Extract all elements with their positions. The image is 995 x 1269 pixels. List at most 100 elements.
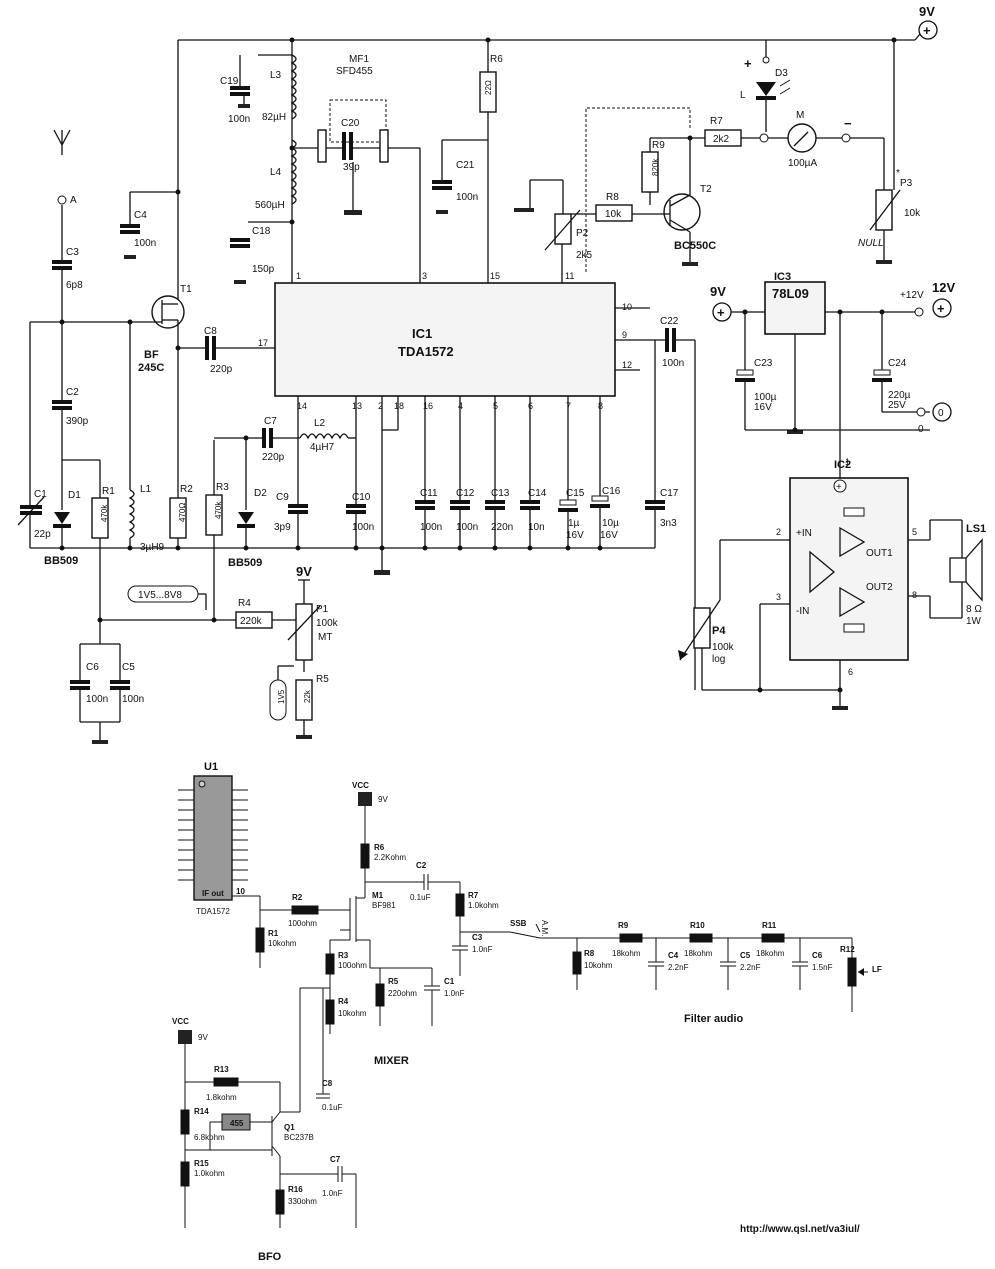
- l4-coil: [290, 139, 297, 205]
- svg-text:18: 18: [394, 401, 404, 411]
- svg-text:C4: C4: [134, 210, 147, 221]
- svg-text:1.0nF: 1.0nF: [472, 945, 493, 954]
- svg-text:log: log: [712, 654, 725, 665]
- svg-text:2.2Kohm: 2.2Kohm: [374, 853, 406, 862]
- svg-text:6: 6: [848, 667, 853, 677]
- svg-text:22p: 22p: [34, 529, 51, 540]
- svg-text:MT: MT: [318, 632, 332, 643]
- svg-text:2k5: 2k5: [576, 250, 593, 261]
- svg-text:+: +: [717, 305, 725, 320]
- svg-text:R1: R1: [268, 929, 279, 938]
- svg-text:3p9: 3p9: [274, 522, 291, 533]
- svg-text:10kohm: 10kohm: [584, 961, 613, 970]
- svg-text:L1: L1: [140, 484, 152, 495]
- svg-text:C5: C5: [122, 662, 135, 673]
- mf1-ceramic-filter: MF1 SFD455 C20 39p: [292, 54, 421, 255]
- svg-text:5: 5: [912, 527, 917, 537]
- svg-text:R11: R11: [762, 921, 777, 930]
- svg-text:16V: 16V: [600, 530, 618, 541]
- svg-text:OUT1: OUT1: [866, 548, 893, 559]
- svg-text:100k: 100k: [316, 618, 339, 629]
- svg-text:R15: R15: [194, 1159, 209, 1168]
- svg-text:BC237B: BC237B: [284, 1133, 314, 1142]
- svg-text:245C: 245C: [138, 362, 164, 374]
- svg-text:M1: M1: [372, 891, 384, 900]
- svg-text:R7: R7: [468, 891, 479, 900]
- svg-text:R16: R16: [288, 1185, 303, 1194]
- supply-9v-terminal: [918, 20, 938, 40]
- svg-text:R9: R9: [618, 921, 629, 930]
- svg-text:22k: 22k: [303, 689, 312, 703]
- ic2-out1-amp: [839, 526, 866, 558]
- svg-text:-IN: -IN: [796, 606, 809, 617]
- svg-text:C12: C12: [456, 488, 475, 499]
- svg-text:100k: 100k: [712, 642, 735, 653]
- p1-pot: [295, 603, 313, 661]
- ic2-out2-amp: [839, 586, 866, 618]
- svg-text:M: M: [796, 110, 804, 121]
- svg-text:R1: R1: [102, 486, 115, 497]
- svg-text:12V: 12V: [932, 280, 955, 295]
- svg-text:C8: C8: [204, 326, 217, 337]
- source-url: http://www.qsl.net/va3iul/: [740, 1224, 860, 1235]
- svg-text:D1: D1: [68, 490, 81, 501]
- svg-text:−: −: [844, 116, 852, 131]
- ic3-body: [764, 281, 826, 335]
- svg-text:220n: 220n: [491, 522, 513, 533]
- svg-text:R8: R8: [606, 192, 619, 203]
- svg-text:C22: C22: [660, 316, 679, 327]
- svg-text:C2: C2: [66, 387, 79, 398]
- u1-chip: [193, 775, 233, 901]
- svg-text:8: 8: [912, 590, 917, 600]
- svg-text:560µH: 560µH: [255, 200, 285, 211]
- svg-text:12: 12: [622, 360, 632, 370]
- svg-text:6p8: 6p8: [66, 280, 83, 291]
- svg-text:100n: 100n: [86, 694, 108, 705]
- svg-text:330ohm: 330ohm: [288, 1197, 317, 1206]
- svg-text:LF: LF: [872, 965, 882, 974]
- svg-text:0.1uF: 0.1uF: [322, 1103, 343, 1112]
- svg-text:470Ω: 470Ω: [178, 503, 187, 522]
- p3-pot: [875, 189, 893, 231]
- svg-text:39p: 39p: [343, 162, 360, 173]
- t1-jfet: [151, 295, 185, 329]
- svg-text:220k: 220k: [240, 616, 263, 627]
- svg-text:220ohm: 220ohm: [388, 989, 417, 998]
- svg-text:P3: P3: [900, 178, 913, 189]
- svg-text:R7: R7: [710, 116, 723, 127]
- svg-text:10n: 10n: [528, 522, 545, 533]
- svg-text:78L09: 78L09: [772, 286, 809, 301]
- svg-text:9V: 9V: [710, 284, 726, 299]
- svg-text:18kohm: 18kohm: [756, 949, 785, 958]
- svg-text:1.0nF: 1.0nF: [444, 989, 465, 998]
- svg-text:R4: R4: [338, 997, 349, 1006]
- svg-text:VCC: VCC: [172, 1017, 189, 1026]
- svg-text:10µ: 10µ: [602, 518, 619, 529]
- svg-text:MIXER: MIXER: [374, 1055, 409, 1067]
- svg-text:220p: 220p: [210, 364, 233, 375]
- svg-text:17: 17: [258, 338, 268, 348]
- svg-text:3µH9: 3µH9: [140, 542, 165, 553]
- svg-text:C13: C13: [491, 488, 510, 499]
- svg-text:C15: C15: [566, 488, 585, 499]
- svg-text:R12: R12: [840, 945, 855, 954]
- svg-text:100ohm: 100ohm: [288, 919, 317, 928]
- svg-text:C14: C14: [528, 488, 547, 499]
- svg-text:82µH: 82µH: [262, 112, 286, 123]
- svg-text:1: 1: [845, 457, 850, 467]
- svg-text:18kohm: 18kohm: [612, 949, 641, 958]
- svg-text:TDA1572: TDA1572: [196, 907, 230, 916]
- svg-text:Filter audio: Filter audio: [684, 1013, 744, 1025]
- svg-text:10kohm: 10kohm: [268, 939, 297, 948]
- svg-text:390p: 390p: [66, 416, 89, 427]
- top-schematic: + 9V IC1 TDA1572 1 3 15 11 10 9 12 17 14…: [17, 4, 986, 744]
- svg-text:SFD455: SFD455: [336, 66, 373, 77]
- svg-text:R4: R4: [238, 598, 251, 609]
- svg-text:+: +: [836, 482, 842, 493]
- svg-text:2k2: 2k2: [713, 134, 730, 145]
- svg-text:470k: 470k: [100, 504, 109, 522]
- svg-text:100n: 100n: [662, 358, 684, 369]
- svg-text:16V: 16V: [754, 402, 772, 413]
- svg-text:A.M.: A.M.: [540, 920, 549, 936]
